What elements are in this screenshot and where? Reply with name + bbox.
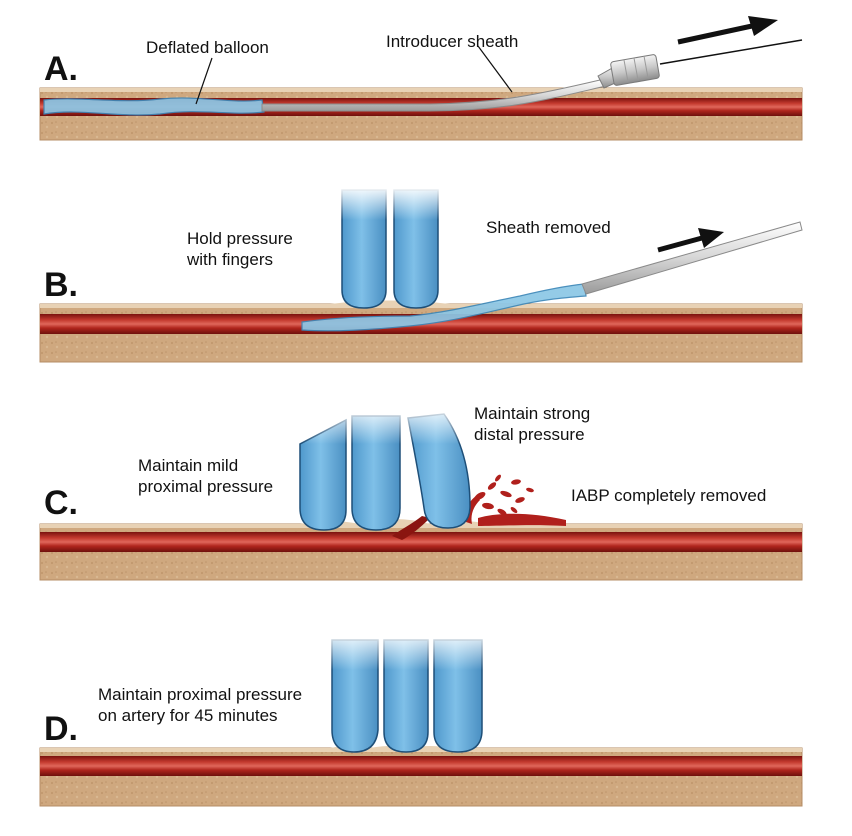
artery-d (40, 756, 802, 776)
sheath-hub (597, 54, 660, 89)
puncture-track (392, 516, 430, 540)
panel-letter-d: D. (44, 710, 78, 748)
sheath-removed (581, 221, 803, 295)
panel-a: A. Deflated balloon Introducer sheath (39, 16, 803, 141)
label-hold-pressure-1: Hold pressure (187, 229, 293, 248)
skin-line-a (40, 88, 802, 92)
leader-sheath (477, 45, 513, 93)
label-mild-proximal-2: proximal pressure (138, 477, 273, 496)
artery-c (40, 532, 802, 552)
fingers-d (320, 630, 496, 753)
panel-letter-a: A. (44, 50, 78, 88)
panel-letter-c: C. (44, 484, 78, 522)
label-introducer-sheath: Introducer sheath (386, 32, 518, 51)
fingers-c (290, 404, 490, 531)
label-mild-proximal-1: Maintain mild (138, 456, 238, 475)
label-proximal-45-2: on artery for 45 minutes (98, 706, 278, 725)
label-strong-distal-1: Maintain strong (474, 404, 590, 423)
label-deflated-balloon: Deflated balloon (146, 38, 269, 57)
label-hold-pressure-2: with fingers (186, 250, 273, 269)
label-sheath-removed: Sheath removed (486, 218, 611, 237)
guide-wire-a (659, 39, 803, 65)
blood-spurt (464, 474, 566, 526)
balloon-exiting-b (301, 283, 587, 332)
panel-letter-b: B. (44, 266, 78, 304)
fingers-b (330, 186, 450, 309)
arrow-b (657, 228, 724, 253)
leader-balloon (195, 57, 213, 105)
label-iabp-removed: IABP completely removed (571, 486, 766, 505)
finger-c-2 (351, 415, 401, 531)
label-proximal-45-1: Maintain proximal pressure (98, 685, 302, 704)
finger-c-1 (299, 418, 347, 531)
panel-c: C. Maintain mild proximal pressure Maint… (39, 404, 803, 581)
arrow-a (677, 16, 778, 45)
panel-b: B. Hold pressure with fingers Sheath rem… (39, 186, 803, 363)
label-strong-distal-2: distal pressure (474, 425, 585, 444)
panel-d: D. Maintain proximal pressure on artery … (39, 630, 803, 807)
deflated-balloon (43, 97, 265, 116)
